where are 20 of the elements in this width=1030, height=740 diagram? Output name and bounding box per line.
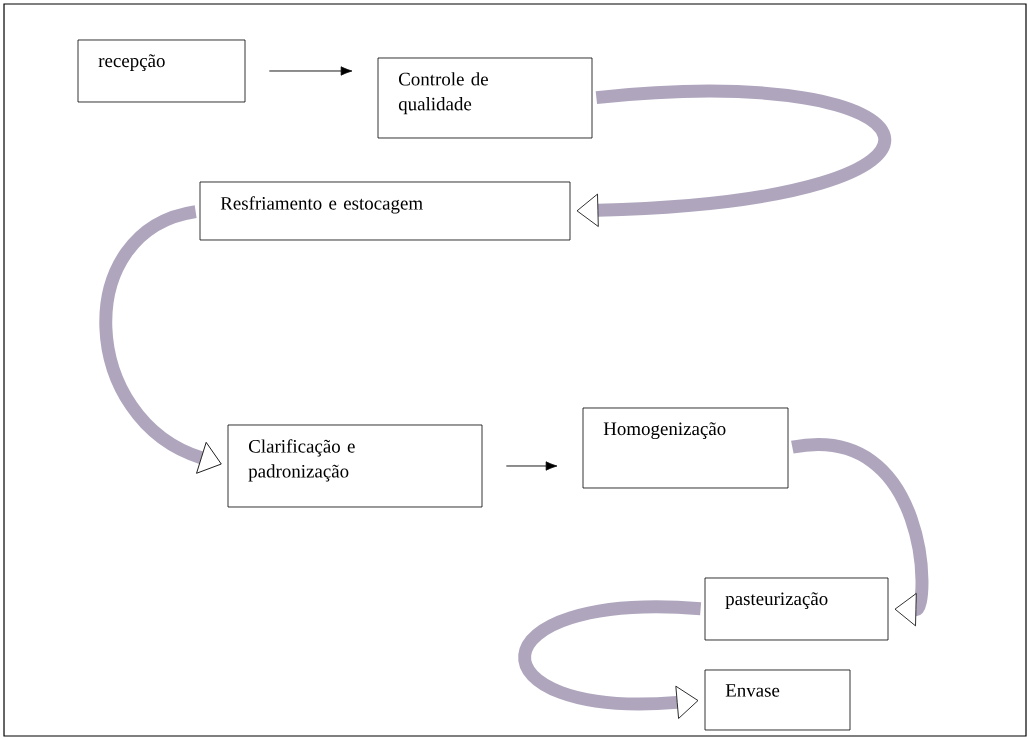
curved-arrow — [518, 600, 701, 719]
curved-arrow — [99, 205, 222, 474]
process-box — [582, 407, 789, 489]
process-box — [704, 577, 889, 641]
step-label: Envase — [725, 684, 780, 697]
process-box — [704, 669, 851, 731]
step-label: recepção — [98, 54, 165, 71]
step-label: Clarificação e padronização — [248, 439, 355, 482]
process-box — [77, 39, 246, 103]
curved-arrow — [576, 85, 891, 227]
step-label: Homogenização — [603, 422, 726, 440]
step-label: Controle de qualidade — [398, 72, 488, 115]
process-box — [377, 57, 593, 139]
step-label: pasteurização — [725, 592, 828, 609]
process-box — [199, 181, 571, 241]
process-box — [227, 424, 483, 508]
arrow — [505, 461, 558, 471]
step-label: Resfriamento e estocagem — [220, 196, 423, 214]
arrow — [268, 66, 353, 76]
curved-arrow — [791, 438, 929, 627]
